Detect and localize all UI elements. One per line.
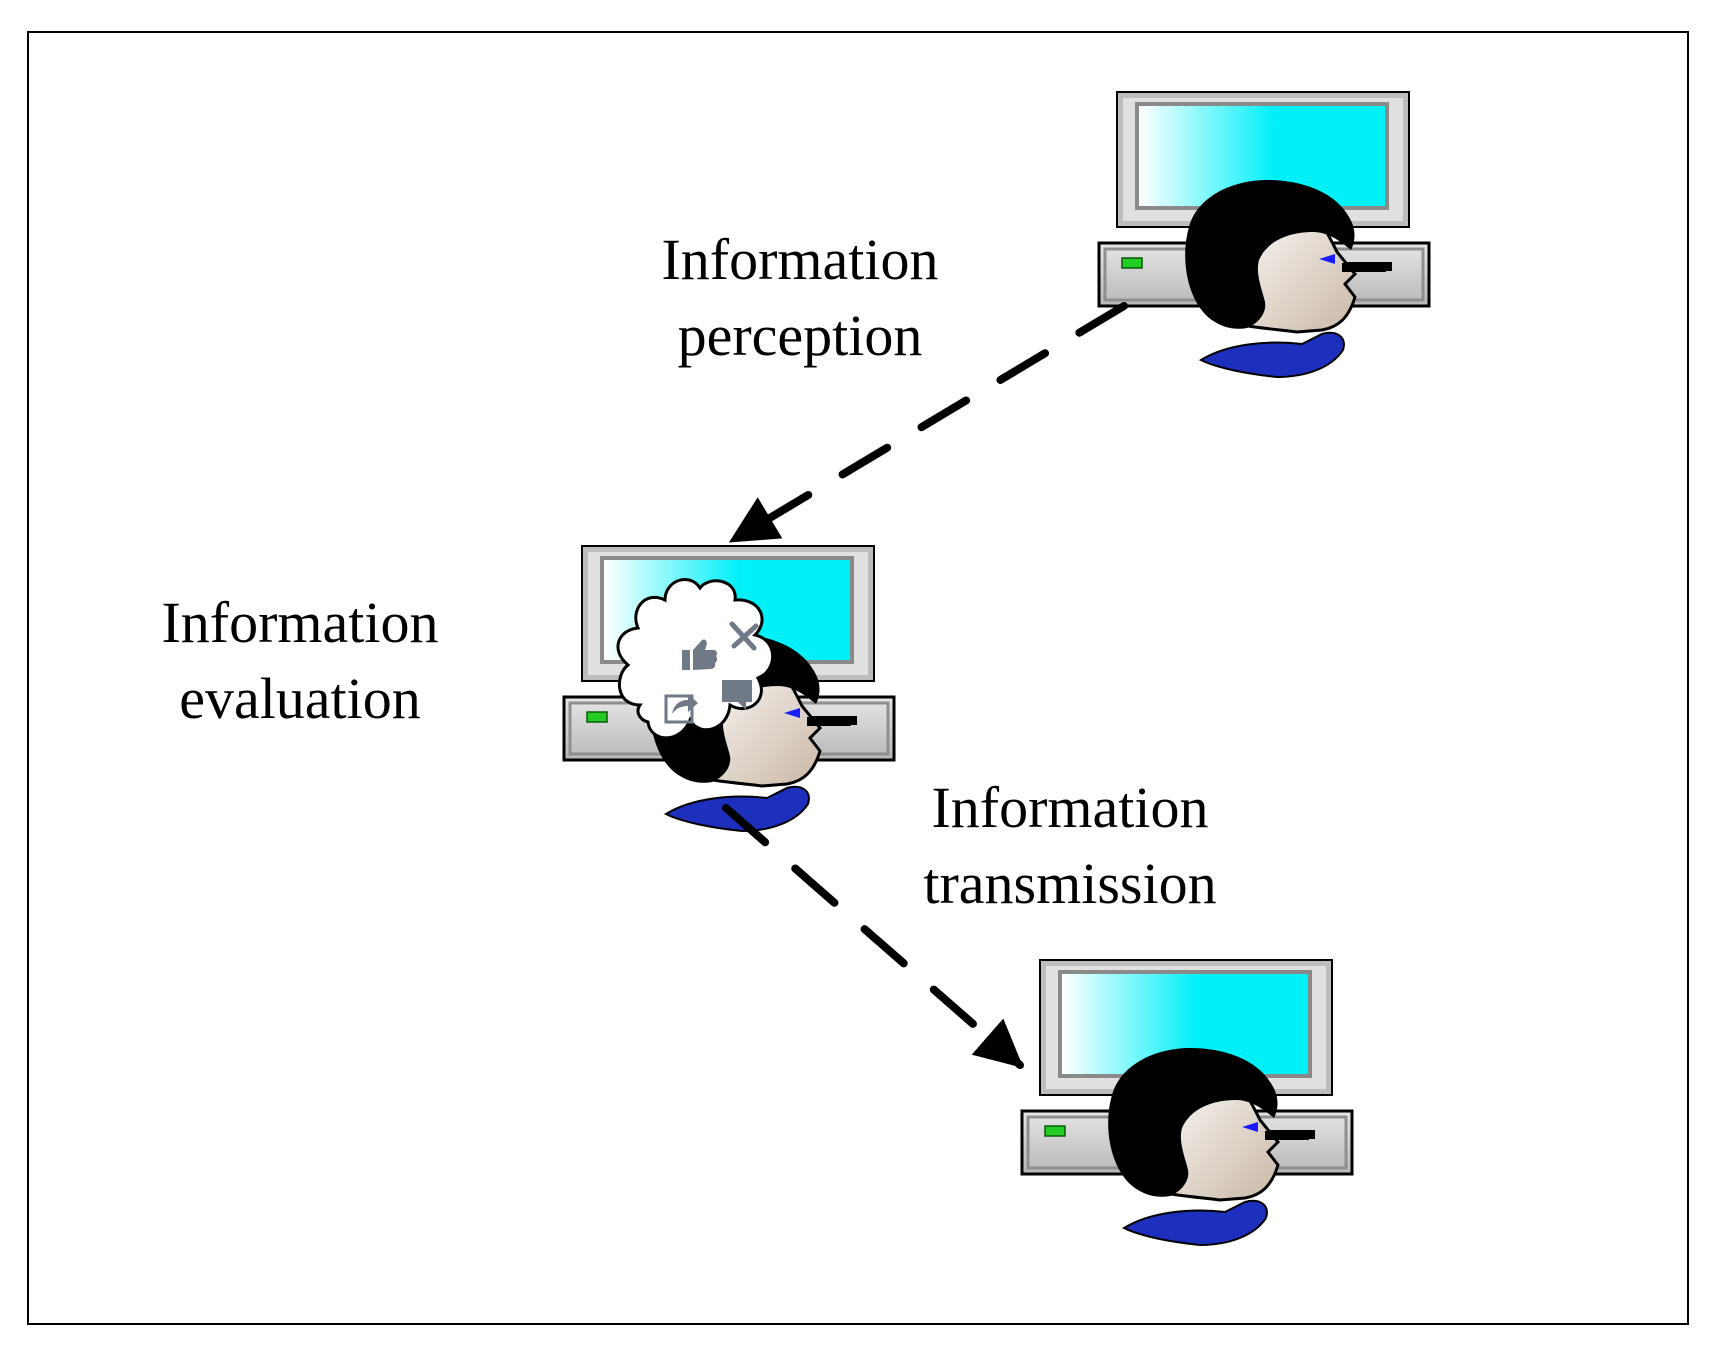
label-line: Information xyxy=(161,590,439,655)
label-line: perception xyxy=(677,303,923,368)
comment-icon xyxy=(722,680,752,710)
label-line: transmission xyxy=(923,851,1217,916)
close-icon xyxy=(729,621,759,651)
label-information-evaluation: Information evaluation xyxy=(100,585,500,737)
share-icon xyxy=(664,694,698,724)
label-line: evaluation xyxy=(179,666,421,731)
label-line: Information xyxy=(661,227,939,292)
thumbs-up-icon xyxy=(682,639,718,670)
arrow-transmission xyxy=(722,804,1024,1069)
label-information-perception: Information perception xyxy=(600,222,1000,374)
arrow-perception xyxy=(728,302,1128,544)
thought-bubble xyxy=(616,578,775,740)
label-line: Information xyxy=(931,775,1209,840)
label-information-transmission: Information transmission xyxy=(870,770,1270,922)
